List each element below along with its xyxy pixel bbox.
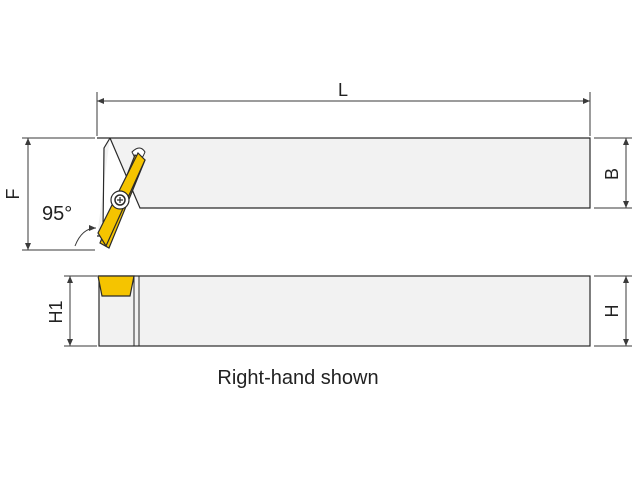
holder-shank-side — [98, 275, 591, 347]
insert-side — [97, 275, 135, 297]
label-l: L — [338, 80, 348, 100]
caption: Right-hand shown — [217, 367, 378, 389]
angle-indicator: 95° — [42, 203, 97, 247]
dimension-f: F — [3, 137, 95, 251]
label-f: F — [3, 189, 23, 200]
label-b: B — [602, 168, 622, 180]
holder-shank-top — [97, 137, 591, 209]
label-h1: H1 — [46, 300, 66, 323]
dimension-h1: H1 — [46, 275, 97, 347]
side-view — [97, 275, 591, 347]
label-h: H — [602, 305, 622, 318]
label-angle: 95° — [42, 203, 72, 225]
dimension-h: H — [594, 275, 632, 347]
dimension-l: L — [96, 80, 591, 136]
top-view — [97, 137, 591, 249]
insert-screw-torx — [117, 197, 123, 203]
dimension-b: B — [594, 137, 632, 209]
